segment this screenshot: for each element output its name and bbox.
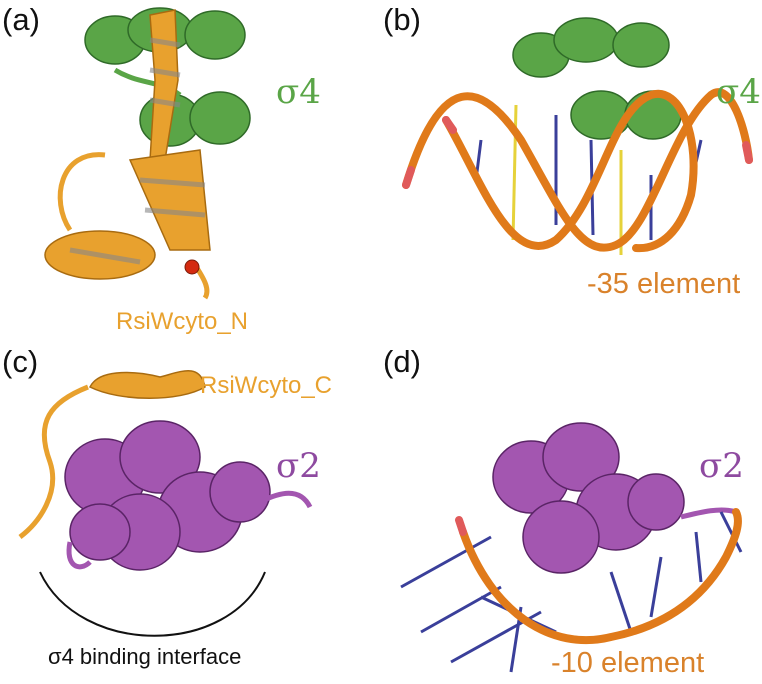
rsiw-helix-c [18, 370, 206, 539]
panel-label-a: (a) [2, 2, 40, 37]
rsiw-label-a: RsiWcyto_N [116, 308, 249, 335]
dna-label-d: -10 element [551, 647, 705, 679]
panel-d: (d) σ2 -10 element [381, 342, 762, 684]
panel-a: (a) σ4 RsiWcyto_N [0, 0, 381, 342]
interface-label-c: σ4 binding interface [48, 644, 242, 669]
dna-label-b: -35 element [587, 268, 741, 300]
structure-b [402, 17, 753, 255]
panel-c: (c) RsiWcyto_C σ2 σ4 binding interface [0, 342, 381, 684]
sigma2-helices-d [492, 422, 737, 574]
dna-backbone-d [459, 508, 742, 645]
atom-sphere-a [184, 259, 200, 275]
interface-arc [39, 571, 266, 637]
dna-backbone-b [402, 88, 753, 253]
structure-d [400, 422, 743, 673]
dna-ends-b [402, 116, 753, 189]
rsiw-helices-a [44, 9, 211, 300]
panel-label-d: (d) [383, 344, 421, 379]
structure-c [18, 370, 313, 637]
structure-a [44, 7, 251, 300]
panel-label-b: (b) [383, 2, 421, 37]
sigma2-label-d: σ2 [699, 446, 744, 486]
sigma4-helices-b [512, 17, 682, 140]
panel-label-c: (c) [2, 344, 39, 379]
sigma2-label-c: σ2 [276, 446, 321, 486]
rsiw-label-c: RsiWcyto_C [200, 372, 333, 399]
sigma4-label-b: σ4 [716, 72, 761, 112]
dna-end-d [455, 516, 467, 536]
panel-b: (b) σ4 -35 element [381, 0, 762, 342]
sigma2-helices-c [64, 420, 313, 571]
sigma4-label-a: σ4 [276, 72, 321, 112]
